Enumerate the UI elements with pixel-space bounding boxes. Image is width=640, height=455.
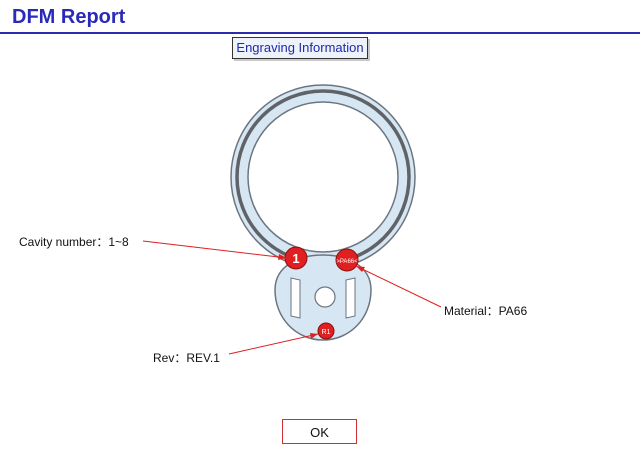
material-leader-arrow: [356, 266, 365, 272]
rev-leader-line: [228, 333, 319, 355]
page-title: DFM Report: [12, 6, 126, 28]
part-center-hole: [314, 286, 336, 308]
rev-leader-arrow: [310, 333, 318, 339]
ok-button[interactable]: OK: [282, 419, 357, 444]
material-leader-line: [355, 265, 442, 308]
cavity-number-label: Cavity number：1~8: [19, 235, 129, 249]
material-marker: [335, 248, 359, 272]
rev-marker-label: R1: [322, 329, 331, 336]
tab-engraving-information[interactable]: Engraving Information: [232, 37, 368, 59]
report-header: DFM Report: [0, 0, 640, 34]
rev-label: Rev：REV.1: [153, 351, 220, 365]
cavity-leader-arrow: [278, 254, 287, 260]
cavity-marker-label: 1: [292, 251, 299, 266]
material-label: Material：PA66: [444, 304, 528, 318]
part-slot-right: [345, 277, 356, 319]
rev-marker: [317, 322, 335, 340]
cavity-leader-line: [142, 240, 288, 259]
part-ring-bore: [247, 101, 399, 253]
part-slot-left: [290, 277, 301, 319]
material-marker-label: >PA66<: [336, 259, 358, 265]
